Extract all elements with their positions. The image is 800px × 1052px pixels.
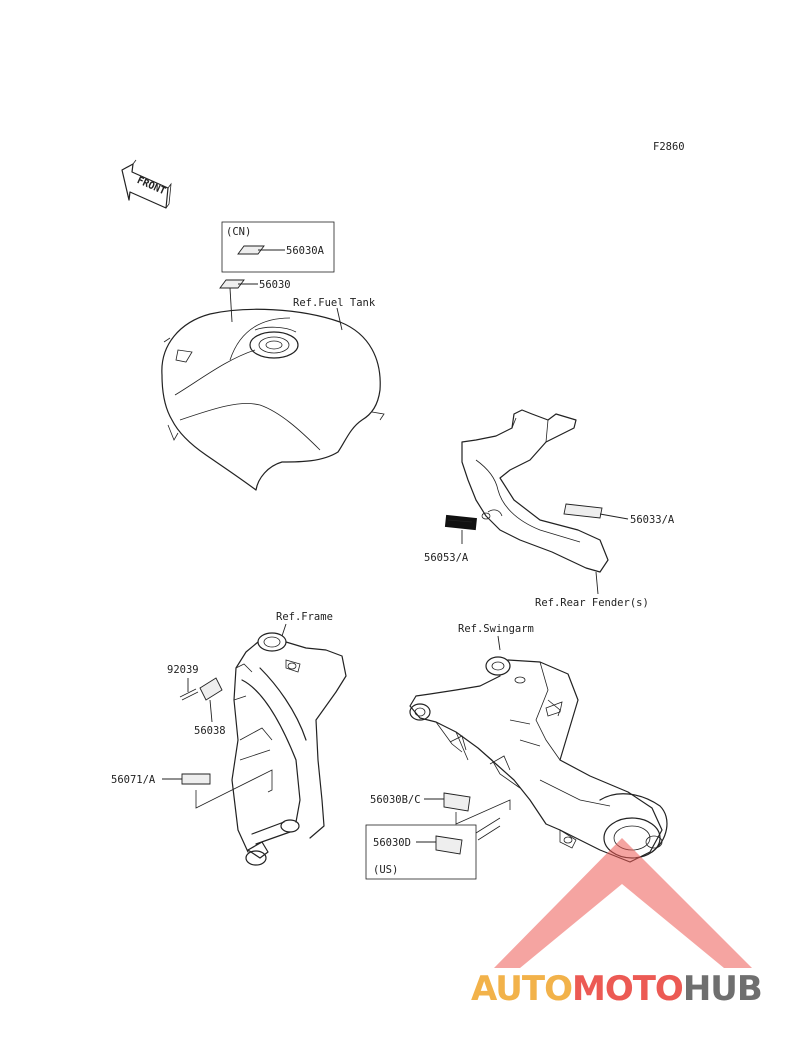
decal-56071	[181, 773, 211, 785]
ref-frame: Ref.Frame	[276, 611, 333, 623]
label-56030bc: 56030B/C	[370, 794, 421, 806]
cn-box: (CN) 56030A	[221, 221, 335, 273]
label-56033: 56033/A	[630, 514, 675, 526]
us-box-title: (US)	[373, 864, 398, 876]
front-arrow-label: FRONT	[135, 175, 167, 197]
watermark-moto: MOTO	[572, 969, 683, 1009]
watermark-hub: HUB	[683, 969, 762, 1009]
us-box: 56030D (US)	[365, 824, 477, 880]
frame	[231, 632, 347, 866]
fuel-tank	[161, 308, 385, 491]
decal-56030bc	[443, 792, 471, 812]
cn-box-part: 56030A	[286, 245, 325, 257]
label-56038: 56038	[194, 725, 226, 737]
decal-56053	[444, 514, 477, 531]
decal-56033	[563, 503, 603, 519]
decal-56038	[199, 677, 223, 701]
swingarm	[409, 656, 668, 863]
figure-code: F2860	[653, 141, 685, 153]
watermark-auto: AUTOMOTOHUB	[471, 969, 762, 1009]
front-arrow-icon: FRONT	[121, 159, 172, 209]
watermark-logo: AUTOMOTOHUB	[471, 838, 763, 1009]
rivet-92039	[179, 688, 199, 701]
us-box-part: 56030D	[373, 837, 411, 849]
decal-56030	[219, 279, 245, 289]
cn-box-title: (CN)	[226, 226, 251, 238]
ref-rear-fender: Ref.Rear Fender(s)	[535, 597, 649, 609]
ref-fuel-tank: Ref.Fuel Tank	[293, 297, 376, 309]
label-92039: 92039	[167, 664, 199, 676]
decal-56030d	[435, 835, 463, 855]
watermark-triangle-icon	[494, 838, 752, 968]
ref-swingarm: Ref.Swingarm	[458, 623, 534, 635]
label-56053: 56053/A	[424, 552, 469, 564]
label-56030: 56030	[259, 279, 291, 291]
rear-fender	[461, 409, 609, 573]
label-56071: 56071/A	[111, 774, 156, 786]
